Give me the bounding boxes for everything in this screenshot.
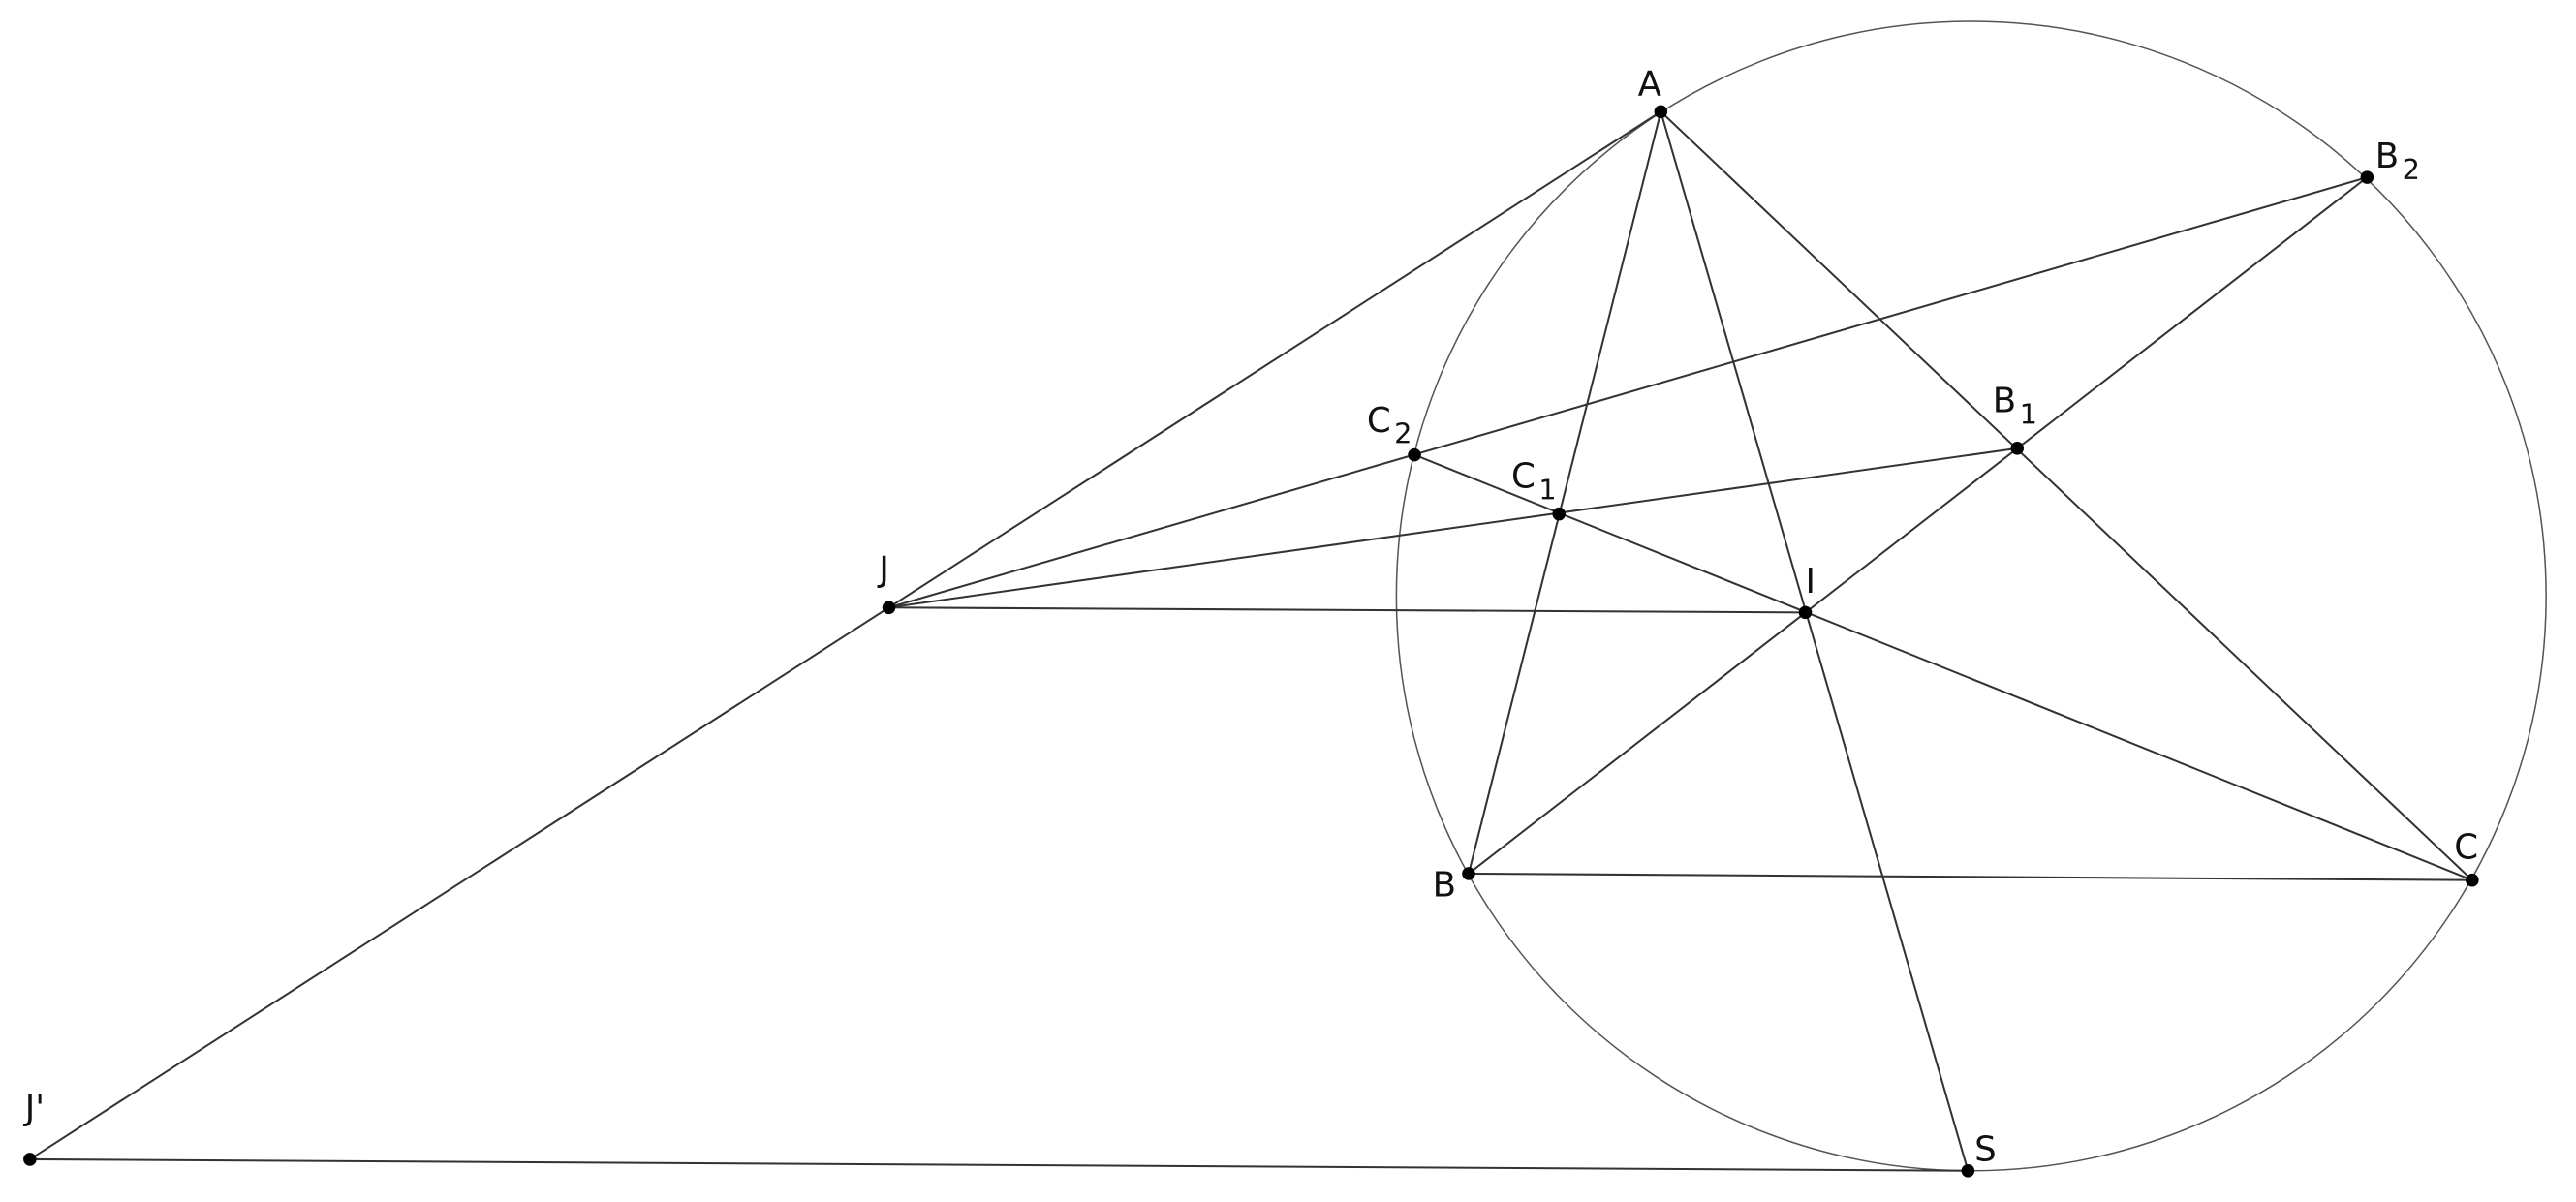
segment-A-Jp [29, 110, 1661, 1160]
point-I[interactable] [1798, 605, 1813, 620]
point-label-C: C [2454, 828, 2478, 868]
segment-B-B2 [1468, 176, 2368, 875]
point-J[interactable] [882, 601, 896, 615]
point-label-J: J [877, 550, 889, 590]
segment-J-B1 [888, 447, 2018, 609]
point-label-Jp: J' [23, 1089, 45, 1128]
point-Jp[interactable] [23, 1153, 37, 1166]
point-label-subscript: 2 [1394, 417, 1412, 450]
segment-A-C [1660, 110, 2473, 881]
segment-A-S [1660, 111, 1970, 1172]
point-label-A: A [1638, 64, 1662, 104]
point-C1[interactable] [1552, 507, 1567, 521]
segment-Jp-S [29, 1157, 1969, 1172]
segment-A-B [1468, 111, 1662, 875]
circumcircle [1395, 20, 2547, 1172]
point-S[interactable] [1961, 1164, 1975, 1178]
segment-J-B2 [888, 176, 2368, 609]
point-B[interactable] [1462, 867, 1475, 880]
point-B1[interactable] [2010, 442, 2025, 455]
segment-J-I [888, 606, 1806, 614]
point-label-S: S [1974, 1130, 1997, 1170]
segment-C2-C [1413, 453, 2473, 881]
point-label-subscript: 1 [1538, 473, 1556, 506]
point-label-subscript: 1 [2020, 397, 2037, 430]
point-label-subscript: 2 [2403, 153, 2420, 186]
point-C2[interactable] [1408, 447, 1421, 462]
segment-B-C [1468, 872, 2472, 881]
point-C[interactable] [2466, 873, 2479, 887]
point-A[interactable] [1654, 105, 1668, 119]
point-label-I: I [1806, 562, 1816, 601]
point-B2[interactable] [2360, 170, 2374, 184]
point-label-B: B [1433, 866, 1456, 906]
